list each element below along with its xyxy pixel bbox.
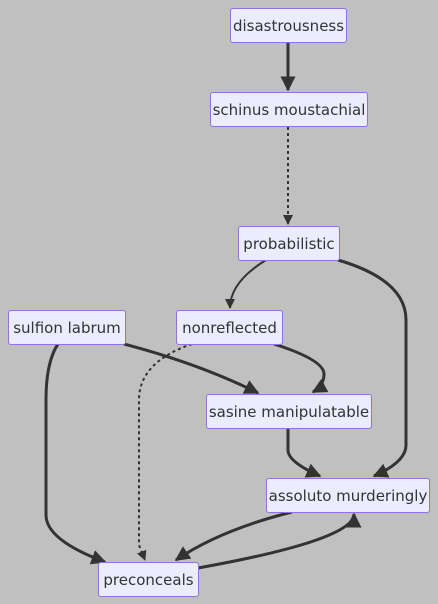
node-label: probabilistic: [243, 234, 335, 253]
edge-sulfion-labrum-preconceals: [44, 343, 107, 565]
node-label: sasine manipulatable: [208, 402, 370, 421]
node-nonreflected[interactable]: nonreflected: [176, 310, 283, 345]
edge-sulfion-labrum-sasine-manipulatable: [123, 342, 260, 395]
node-label: assoluto murderingly: [268, 486, 428, 505]
node-sasine-manipulatable[interactable]: sasine manipulatable: [206, 394, 372, 429]
edge-sasine-manipulatable-assoluto-murderingly: [286, 428, 322, 478]
node-assoluto-murderingly[interactable]: assoluto murderingly: [266, 478, 430, 513]
node-label: nonreflected: [182, 318, 277, 337]
node-label: schinus moustachial: [212, 100, 366, 119]
node-preconceals[interactable]: preconceals: [98, 562, 199, 597]
node-schinus-moustachial[interactable]: schinus moustachial: [210, 92, 368, 127]
node-disastrousness[interactable]: disastrousness: [230, 8, 347, 43]
edge-nonreflected-sasine-manipulatable: [273, 342, 329, 394]
node-label: disastrousness: [232, 16, 345, 35]
edge-nonreflected-preconceals: [137, 343, 193, 561]
edge-probabilistic-assoluto-murderingly: [337, 258, 408, 478]
edge-assoluto-murderingly-preconceals: [174, 510, 293, 562]
node-label: preconceals: [103, 570, 194, 589]
node-sulfion-labrum[interactable]: sulfion labrum: [8, 310, 126, 345]
edge-preconceals-assoluto-murderingly: [197, 512, 362, 570]
node-probabilistic[interactable]: probabilistic: [238, 226, 340, 261]
edge-probabilistic-nonreflected: [225, 259, 267, 309]
node-label: sulfion labrum: [13, 318, 121, 337]
